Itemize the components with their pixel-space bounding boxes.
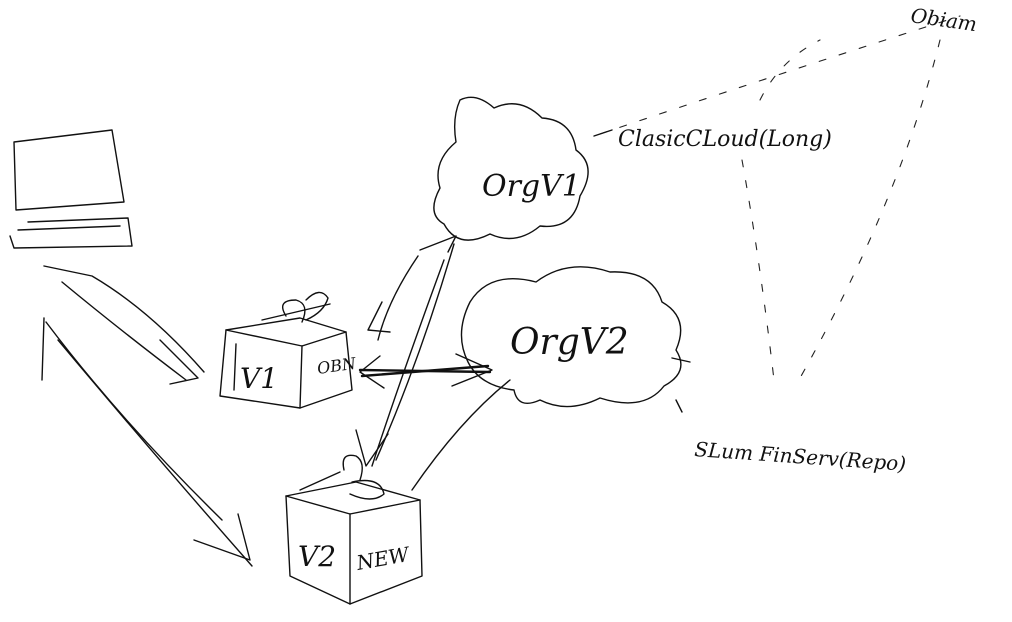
v2-label: V2: [298, 540, 336, 573]
label-leader-lines: [593, 129, 691, 413]
orgv1-label: OrgV1: [482, 169, 581, 204]
bidirectional-arrow: [358, 353, 493, 389]
arrow-computer-to-v1: [43, 265, 205, 385]
dashed-connector: [599, 15, 961, 381]
link-orgv2-to-v2: [411, 379, 511, 491]
v1-box: [219, 291, 353, 409]
slum-finserv-label: SLum FinServ(Repo): [694, 437, 907, 476]
orgv2-label: OrgV2: [510, 322, 629, 363]
link-orgv1-to-boxes: [355, 235, 457, 467]
v1-label: V1: [240, 362, 278, 395]
oblam-label: Obiam: [909, 3, 978, 36]
classic-cloud-label: ClasicCLoud(Long): [618, 127, 832, 152]
computer-icon: [9, 129, 133, 249]
v2-box: [285, 454, 423, 605]
orgv1-cloud: [433, 96, 589, 241]
v1-tag-label: OBN: [316, 354, 358, 378]
arrow-computer-to-v2: [41, 317, 253, 567]
v2-tag-label: NEW: [354, 542, 412, 575]
orgv2-cloud: [460, 266, 682, 408]
